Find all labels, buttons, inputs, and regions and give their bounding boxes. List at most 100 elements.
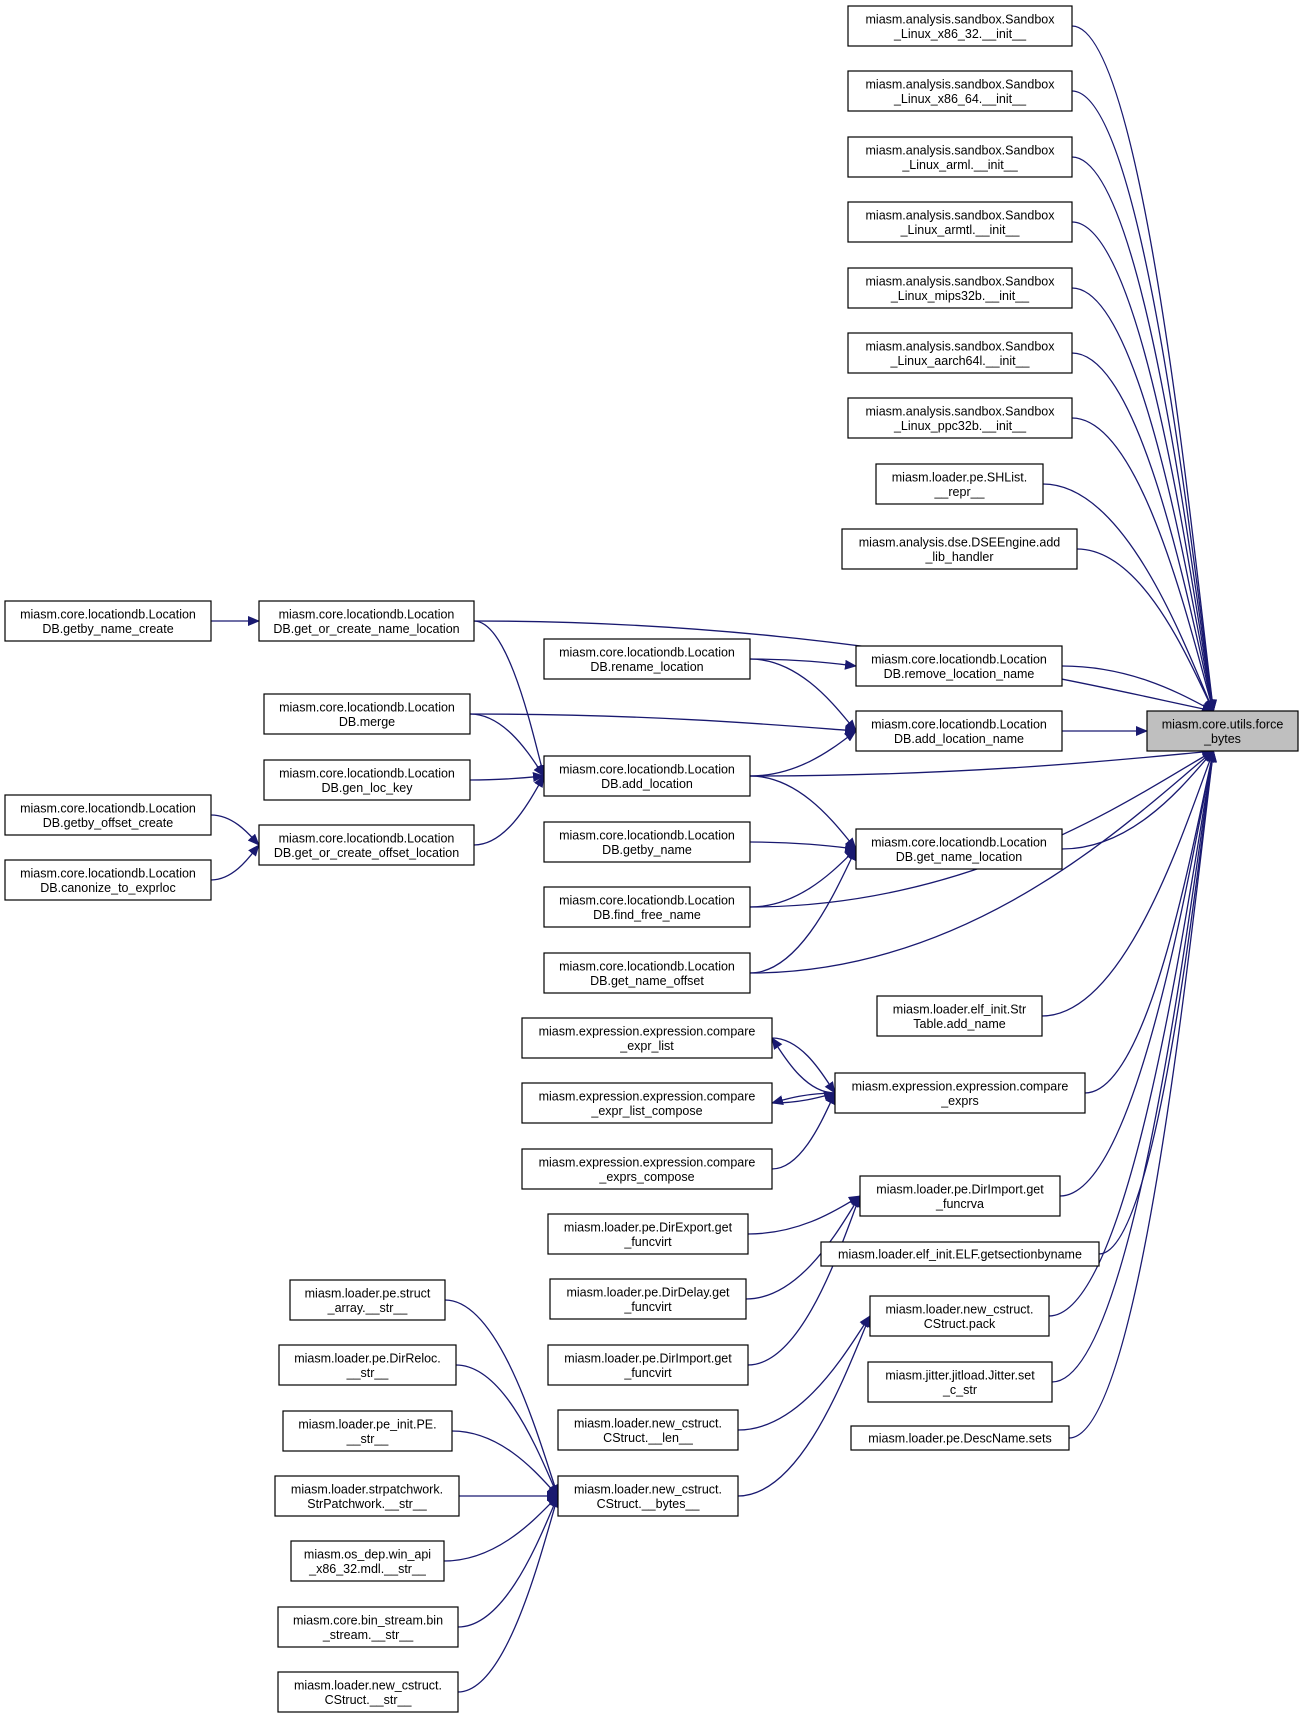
node-sb-x86-64[interactable]: miasm.analysis.sandbox.Sandbox_Linux_x86… xyxy=(847,70,1073,112)
node-getby-offset-create[interactable]: miasm.core.locationdb.LocationDB.getby_o… xyxy=(4,794,212,836)
node-box xyxy=(258,824,475,866)
node-label: miasm.os_dep.win_api xyxy=(304,1547,431,1561)
edge-gen-loc-key-to-add-location xyxy=(469,772,545,782)
node-box xyxy=(547,1344,749,1386)
node-label: __str__ xyxy=(346,1366,390,1380)
node-gen-loc-key[interactable]: miasm.core.locationdb.LocationDB.gen_loc… xyxy=(263,759,471,801)
node-sb-x86-32[interactable]: miasm.analysis.sandbox.Sandbox_Linux_x86… xyxy=(847,5,1073,47)
node-sb-aarch64l[interactable]: miasm.analysis.sandbox.Sandbox_Linux_aar… xyxy=(847,332,1073,374)
edge-compare-expr-list-to-compare-exprs xyxy=(771,1037,836,1094)
node-descname-sets[interactable]: miasm.loader.pe.DescName.sets xyxy=(850,1425,1070,1451)
node-box xyxy=(543,886,751,928)
node-label: miasm.expression.expression.compare xyxy=(539,1155,756,1169)
node-label: miasm.expression.expression.compare xyxy=(852,1079,1069,1093)
node-sb-armtl[interactable]: miasm.analysis.sandbox.Sandbox_Linux_arm… xyxy=(847,201,1073,243)
node-label: _expr_list_compose xyxy=(590,1104,702,1118)
node-label: CStruct.pack xyxy=(924,1317,996,1331)
node-box xyxy=(549,1278,747,1320)
node-label: miasm.analysis.sandbox.Sandbox xyxy=(866,12,1056,26)
node-get-name-offset[interactable]: miasm.core.locationdb.LocationDB.get_nam… xyxy=(543,952,751,994)
node-struct-array-str[interactable]: miasm.loader.pe.struct_array.__str__ xyxy=(289,1279,446,1321)
node-box xyxy=(847,397,1073,439)
node-get-or-create-offset-location[interactable]: miasm.core.locationdb.LocationDB.get_or_… xyxy=(258,824,475,866)
node-remove-location-name[interactable]: miasm.core.locationdb.LocationDB.remove_… xyxy=(855,645,1063,687)
node-label: miasm.core.utils.force xyxy=(1162,717,1284,731)
node-sb-arml[interactable]: miasm.analysis.sandbox.Sandbox_Linux_arm… xyxy=(847,136,1073,178)
node-jitter-set-c-str[interactable]: miasm.jitter.jitload.Jitter.set_c_str xyxy=(867,1361,1053,1403)
node-root[interactable]: miasm.core.utils.force_bytes xyxy=(1146,710,1299,752)
node-canonize-to-exprloc[interactable]: miasm.core.locationdb.LocationDB.canoniz… xyxy=(4,859,212,901)
node-getby-name-create[interactable]: miasm.core.locationdb.LocationDB.getby_n… xyxy=(4,600,212,642)
node-label: _Linux_aarch64l.__init__ xyxy=(890,354,1031,368)
node-bin-stream-str[interactable]: miasm.core.bin_stream.bin_stream.__str__ xyxy=(277,1606,459,1648)
edge-compare-exprs-to-root xyxy=(1084,750,1216,1094)
node-get-name-location[interactable]: miasm.core.locationdb.LocationDB.get_nam… xyxy=(855,828,1063,870)
node-box xyxy=(543,952,751,994)
node-label: miasm.loader.pe.DirImport.get xyxy=(876,1182,1044,1196)
node-add-location-name[interactable]: miasm.core.locationdb.LocationDB.add_loc… xyxy=(855,710,1063,752)
node-box xyxy=(543,755,751,797)
edge-sb-ppc32b-to-root xyxy=(1071,417,1216,712)
node-cstruct-str[interactable]: miasm.loader.new_cstruct.CStruct.__str__ xyxy=(277,1671,459,1713)
edge-getsectionbyname-to-root xyxy=(1098,750,1217,1255)
edge-sb-x86-64-to-root xyxy=(1071,90,1217,712)
edge-strtable-add-name-to-root xyxy=(1041,750,1215,1017)
node-label: DB.remove_location_name xyxy=(884,667,1035,681)
node-cstruct-bytes[interactable]: miasm.loader.new_cstruct.CStruct.__bytes… xyxy=(557,1475,739,1517)
node-sb-ppc32b[interactable]: miasm.analysis.sandbox.Sandbox_Linux_ppc… xyxy=(847,397,1073,439)
node-label: miasm.core.locationdb.Location xyxy=(279,700,455,714)
node-label: DB.getby_name xyxy=(602,843,692,857)
edge-merge-to-add-location xyxy=(469,713,545,777)
node-dirreloc-str[interactable]: miasm.loader.pe.DirReloc.__str__ xyxy=(278,1344,457,1386)
node-dirimport-get-funcvirt[interactable]: miasm.loader.pe.DirImport.get_funcvirt xyxy=(547,1344,749,1386)
edge-canonize-to-exprloc-to-get-or-create-offset-location xyxy=(210,844,260,881)
node-direxport-get-funcvirt[interactable]: miasm.loader.pe.DirExport.get_funcvirt xyxy=(547,1213,749,1255)
node-label: DB.rename_location xyxy=(590,660,703,674)
node-win-api-mdl-str[interactable]: miasm.os_dep.win_api_x86_32.mdl.__str__ xyxy=(290,1540,445,1582)
node-compare-exprs-compose[interactable]: miasm.expression.expression.compare_expr… xyxy=(521,1148,773,1190)
node-rename-location[interactable]: miasm.core.locationdb.LocationDB.rename_… xyxy=(543,638,751,680)
node-add-location[interactable]: miasm.core.locationdb.LocationDB.add_loc… xyxy=(543,755,751,797)
edge-win-api-mdl-str-to-cstruct-bytes xyxy=(443,1495,559,1562)
node-dirimport-get-funcrva[interactable]: miasm.loader.pe.DirImport.get_funcrva xyxy=(859,1175,1061,1217)
node-box xyxy=(820,1241,1100,1267)
node-label: DB.gen_loc_key xyxy=(321,781,413,795)
node-label: miasm.core.locationdb.Location xyxy=(559,959,735,973)
node-box xyxy=(290,1540,445,1582)
edge-add-location-to-add-location-name xyxy=(749,730,857,777)
node-label: _array.__str__ xyxy=(327,1301,409,1315)
edge-dirimport-get-funcvirt-to-dirimport-get-funcrva xyxy=(747,1195,861,1366)
node-cstruct-pack[interactable]: miasm.loader.new_cstruct.CStruct.pack xyxy=(869,1295,1050,1337)
node-label: miasm.core.bin_stream.bin xyxy=(293,1613,443,1627)
node-cstruct-len[interactable]: miasm.loader.new_cstruct.CStruct.__len__ xyxy=(557,1409,739,1451)
node-compare-expr-list[interactable]: miasm.expression.expression.compare_expr… xyxy=(521,1017,773,1059)
node-get-or-create-name-location[interactable]: miasm.core.locationdb.LocationDB.get_or_… xyxy=(258,600,475,642)
node-box xyxy=(855,828,1063,870)
node-box xyxy=(869,1295,1050,1337)
node-dse-add-lib[interactable]: miasm.analysis.dse.DSEEngine.add_lib_han… xyxy=(841,528,1078,570)
node-label: miasm.loader.strpatchwork. xyxy=(291,1482,443,1496)
node-label: DB.get_or_create_offset_location xyxy=(274,846,459,860)
node-label: miasm.loader.pe.DirImport.get xyxy=(564,1351,732,1365)
node-find-free-name[interactable]: miasm.core.locationdb.LocationDB.find_fr… xyxy=(543,886,751,928)
node-sb-mips32b[interactable]: miasm.analysis.sandbox.Sandbox_Linux_mip… xyxy=(847,267,1073,309)
edge-cstruct-bytes-to-cstruct-pack xyxy=(737,1315,871,1497)
node-shlist-repr[interactable]: miasm.loader.pe.SHList.__repr__ xyxy=(875,463,1044,505)
node-getby-name[interactable]: miasm.core.locationdb.LocationDB.getby_n… xyxy=(543,821,751,863)
edge-dse-add-lib-to-root xyxy=(1076,548,1215,712)
node-pe-init-str[interactable]: miasm.loader.pe_init.PE.__str__ xyxy=(282,1410,453,1452)
node-box xyxy=(263,759,471,801)
node-strpatchwork-str[interactable]: miasm.loader.strpatchwork.StrPatchwork._… xyxy=(274,1475,460,1517)
edge-get-or-create-name-location-to-add-location xyxy=(473,620,546,777)
node-getsectionbyname[interactable]: miasm.loader.elf_init.ELF.getsectionbyna… xyxy=(820,1241,1100,1267)
edge-sb-arml-to-root xyxy=(1071,156,1217,712)
node-compare-exprs[interactable]: miasm.expression.expression.compare_expr… xyxy=(834,1072,1086,1114)
node-label: miasm.core.locationdb.Location xyxy=(279,607,455,621)
node-compare-expr-list-compose[interactable]: miasm.expression.expression.compare_expr… xyxy=(521,1082,773,1124)
node-box xyxy=(543,638,751,680)
node-dirdelay-get-funcvirt[interactable]: miasm.loader.pe.DirDelay.get_funcvirt xyxy=(549,1278,747,1320)
node-label: _Linux_armtl.__init__ xyxy=(900,223,1021,237)
node-label: _Linux_ppc32b.__init__ xyxy=(893,419,1027,433)
